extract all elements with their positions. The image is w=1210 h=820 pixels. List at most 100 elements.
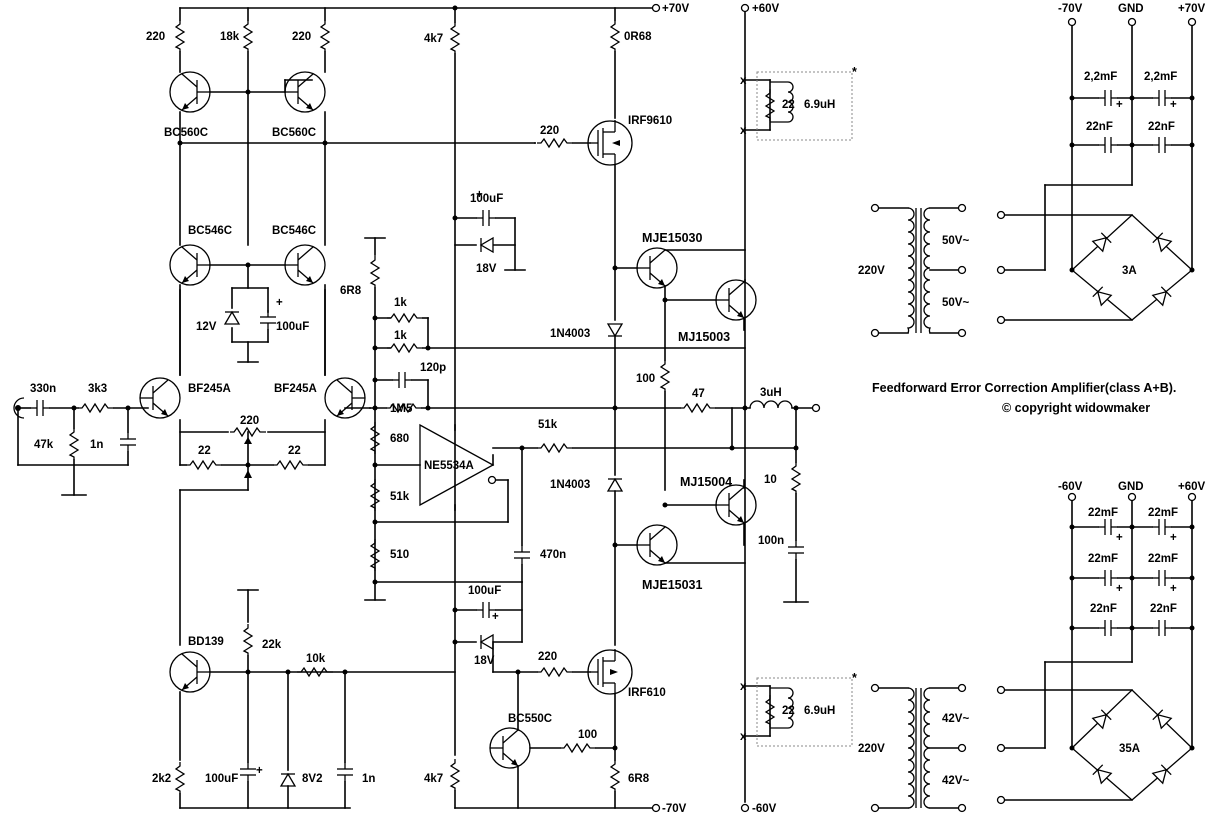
svg-text:+: + <box>276 297 283 309</box>
label-r220-left: 220 <box>146 31 165 43</box>
label-r22-left: 22 <box>198 445 211 457</box>
svg-text:+: + <box>492 611 499 623</box>
label-z18v-top: 18V <box>476 263 497 275</box>
label-r6r8-bot: 6R8 <box>628 773 650 785</box>
label-mj15003: MJ15003 <box>678 330 730 344</box>
label-c470n: 470n <box>540 549 566 561</box>
psu-top-c-big-r: 2,2mF <box>1144 71 1177 83</box>
label-bc546c-left: BC546C <box>188 225 232 237</box>
label-r22-right: 22 <box>288 445 301 457</box>
label-r6r8-top: 6R8 <box>340 285 362 297</box>
copyright-line: © copyright widowmaker <box>1002 401 1150 415</box>
label-r1k-b: 1k <box>394 330 407 342</box>
label-r0r68: 0R68 <box>624 31 652 43</box>
psu-top-c-big-l: 2,2mF <box>1084 71 1117 83</box>
label-r47k: 47k <box>34 439 54 451</box>
svg-text:+: + <box>1170 532 1177 544</box>
label-r220-gate2: 220 <box>538 651 557 663</box>
svg-text:+: + <box>476 189 483 201</box>
label-r510: 510 <box>390 549 409 561</box>
label-r18k: 18k <box>220 31 240 43</box>
label-mj15004: MJ15004 <box>680 475 732 489</box>
label-r100-mid: 100 <box>636 373 655 385</box>
rail-neg60-label: -60V <box>752 803 777 815</box>
psu-bot-c2-r: 22mF <box>1148 553 1178 565</box>
rail-pos70-label: +70V <box>662 3 690 15</box>
diagram-title: Feedforward Error Correction Amplifier(c… <box>872 381 1176 395</box>
psu-bottom: + + + + <box>870 492 1197 813</box>
output-stage <box>492 7 821 809</box>
label-z12v: 12V <box>196 321 217 333</box>
svg-text:x: x <box>740 125 747 137</box>
snubber-top-star: * <box>852 65 857 79</box>
label-mje15030: MJE15030 <box>642 231 703 245</box>
label-irf9610: IRF9610 <box>628 115 672 127</box>
psu-bot-c2-l: 22mF <box>1088 553 1118 565</box>
psu-top-gnd: GND <box>1118 3 1144 15</box>
label-z18v-low: 18V <box>474 655 495 667</box>
label-c1n-bot: 1n <box>362 773 375 785</box>
snubber-top-r: 22 <box>782 99 795 111</box>
label-r10k: 10k <box>306 653 326 665</box>
feedback-network <box>344 237 746 601</box>
label-r1m5: 1M5 <box>390 403 413 415</box>
svg-text:+: + <box>1170 99 1177 111</box>
snubber-bot-r: 22 <box>782 705 795 717</box>
label-z8v2: 8V2 <box>302 773 322 785</box>
svg-text:x: x <box>740 75 747 87</box>
psu-top-sec-a: 50V~ <box>942 235 969 247</box>
label-c100n: 100n <box>758 535 784 547</box>
label-r2k2: 2k2 <box>152 773 171 785</box>
svg-text:+: + <box>1116 99 1123 111</box>
psu-top-c-small-l: 22nF <box>1086 121 1113 133</box>
label-r220-mid: 220 <box>292 31 311 43</box>
rail-pos60-label: +60V <box>752 3 780 15</box>
snubber-bot-star: * <box>852 671 857 685</box>
svg-text:+: + <box>256 765 263 777</box>
label-irf610: IRF610 <box>628 687 666 699</box>
label-c120p: 120p <box>420 362 446 374</box>
svg-text:x: x <box>740 681 747 693</box>
svg-text:+: + <box>1116 583 1123 595</box>
psu-top-pos: +70V <box>1178 3 1206 15</box>
psu-top-sec-b: 50V~ <box>942 297 969 309</box>
label-c1n-in: 1n <box>90 439 103 451</box>
snubber-bottom: x x <box>740 677 853 747</box>
label-mje15031: MJE15031 <box>642 578 703 592</box>
psu-top: + + <box>870 17 1197 338</box>
label-c100uf-top: 100uF <box>470 193 503 205</box>
label-c330n: 330n <box>30 383 56 395</box>
label-r47: 47 <box>692 388 705 400</box>
label-r51k-fb: 51k <box>538 419 558 431</box>
label-1n4003-a: 1N4003 <box>550 328 590 340</box>
psu-top-c-small-r: 22nF <box>1148 121 1175 133</box>
current-mirror <box>169 7 536 376</box>
psu-bot-mains: 220V <box>858 743 885 755</box>
label-c100uf-low: 100uF <box>468 585 501 597</box>
label-ne5534a: NE5534A <box>424 460 474 472</box>
bias-lower <box>169 589 616 809</box>
psu-bot-bridge: 35A <box>1119 743 1140 755</box>
psu-top-mains: 220V <box>858 265 885 277</box>
snubber-bot-l: 6.9uH <box>804 705 835 717</box>
snubber-top: x x <box>740 71 853 141</box>
psu-bot-c3-r: 22nF <box>1150 603 1177 615</box>
psu-bot-c3-l: 22nF <box>1090 603 1117 615</box>
psu-top-bridge: 3A <box>1122 265 1137 277</box>
label-c100uf-mid: 100uF <box>276 321 309 333</box>
label-l3uh: 3uH <box>760 387 782 399</box>
label-r220-trim: 220 <box>240 415 259 427</box>
psu-bot-sec-a: 42V~ <box>942 713 969 725</box>
label-bf245a-left: BF245A <box>188 383 231 395</box>
label-c100uf-bot: 100uF <box>205 773 238 785</box>
label-bc546c-right: BC546C <box>272 225 316 237</box>
label-r22k: 22k <box>262 639 282 651</box>
label-bc560c-right: BC560C <box>272 127 316 139</box>
svg-text:x: x <box>740 731 747 743</box>
psu-bot-c1-r: 22mF <box>1148 507 1178 519</box>
label-r51k: 51k <box>390 491 410 503</box>
label-r10: 10 <box>764 474 777 486</box>
label-1n4003-b: 1N4003 <box>550 479 590 491</box>
input-stage <box>13 289 371 646</box>
label-bc550c: BC550C <box>508 713 552 725</box>
